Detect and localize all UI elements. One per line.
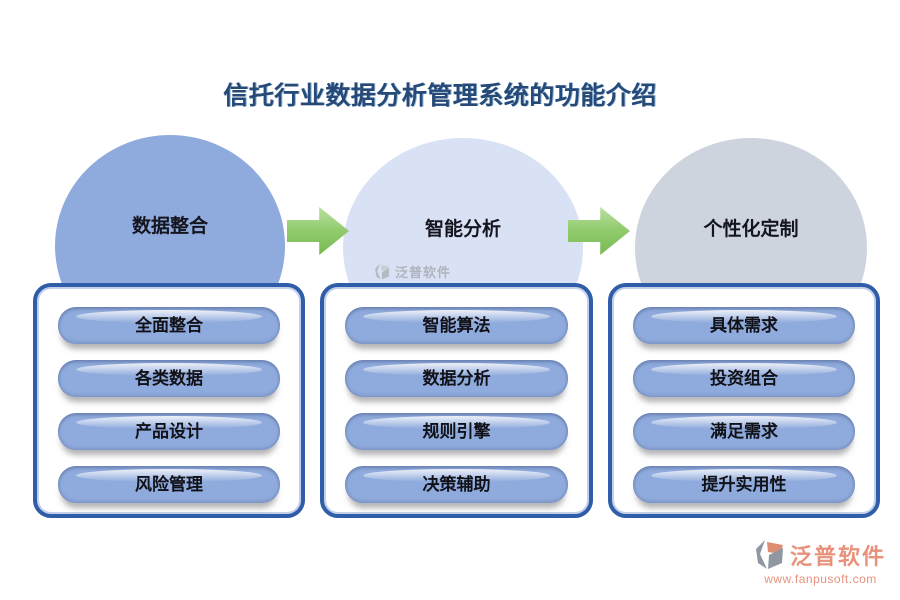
feature-pill: 数据分析 <box>345 360 568 397</box>
feature-pill: 具体需求 <box>633 307 855 344</box>
footer-watermark: 泛普软件 www.fanpusoft.com <box>755 539 886 586</box>
feature-pill-label: 满足需求 <box>710 422 778 441</box>
feature-pill-label: 规则引擎 <box>422 422 491 441</box>
footer-url-text: www.fanpusoft.com <box>764 572 877 586</box>
feature-pill: 产品设计 <box>58 413 280 450</box>
feature-pill-label: 全面整合 <box>135 316 203 335</box>
center-watermark: 泛普软件 <box>374 260 451 282</box>
feature-pill: 风险管理 <box>58 466 280 503</box>
footer-brand-text: 泛普软件 <box>789 544 886 569</box>
feature-pill-label: 智能算法 <box>422 316 491 335</box>
feature-panel-intelligent-analysis: 智能算法 数据分析 规则引擎 决策辅助 <box>320 283 593 518</box>
feature-pill-label: 数据分析 <box>422 369 491 388</box>
feature-pill-label: 具体需求 <box>710 316 778 335</box>
feature-pill: 各类数据 <box>58 360 280 397</box>
feature-pill-label: 产品设计 <box>135 422 203 441</box>
feature-pill: 规则引擎 <box>345 413 568 450</box>
feature-pill: 投资组合 <box>633 360 855 397</box>
stage-label: 数据整合 <box>131 216 208 237</box>
page-title: 信托行业数据分析管理系统的功能介绍 <box>223 83 657 110</box>
feature-panel-data-integration: 全面整合 各类数据 产品设计 风险管理 <box>33 283 305 518</box>
stage-label: 个性化定制 <box>703 219 799 240</box>
feature-pill-label: 各类数据 <box>135 369 203 388</box>
feature-pill: 智能算法 <box>345 307 568 344</box>
fanpu-logo-icon <box>375 263 390 279</box>
feature-panel-personalization: 具体需求 投资组合 满足需求 提升实用性 <box>608 283 880 518</box>
feature-pill-label: 决策辅助 <box>422 475 491 494</box>
fanpu-logo-icon <box>755 540 783 569</box>
feature-pill-label: 提升实用性 <box>701 475 787 494</box>
feature-pill: 提升实用性 <box>633 466 855 503</box>
feature-pill: 决策辅助 <box>345 466 568 503</box>
feature-pill-label: 投资组合 <box>710 369 778 388</box>
feature-pill: 满足需求 <box>633 413 855 450</box>
center-watermark-text: 泛普软件 <box>395 264 452 280</box>
feature-pill-label: 风险管理 <box>135 475 203 494</box>
feature-pill: 全面整合 <box>58 307 280 344</box>
stage-label: 智能分析 <box>424 219 501 240</box>
right-arrow-icon <box>287 207 349 255</box>
